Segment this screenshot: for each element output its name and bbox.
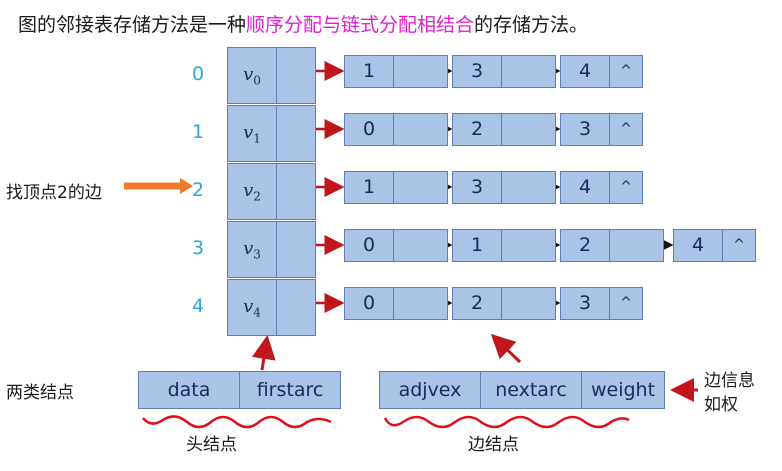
edge-info-line1: 边信息 — [704, 371, 755, 391]
edge-field-adjvex: adjvex — [379, 371, 481, 409]
head-firstarc-0 — [276, 47, 316, 104]
vertex-index-3: 3 — [191, 237, 205, 259]
edge-field-nextarc: nextarc — [480, 371, 582, 409]
head-firstarc-4 — [276, 279, 316, 336]
edge-adjvex-4-2: 3 — [560, 286, 610, 320]
edge-next-0-0 — [393, 54, 448, 88]
head-firstarc-2 — [276, 163, 316, 220]
vertex-label: v2 — [243, 179, 261, 204]
edge-adjvex-3-0: 0 — [344, 228, 394, 262]
edge-adjvex-4-0: 0 — [344, 286, 394, 320]
edge-next-3-1 — [501, 228, 556, 262]
edge-next-3-3: ^ — [722, 228, 756, 262]
edge-underline — [383, 415, 630, 429]
vertex-index-2: 2 — [191, 179, 205, 201]
edge-next-0-2: ^ — [609, 54, 643, 88]
edge-next-4-0 — [393, 286, 448, 320]
node-types-label: 两类结点 — [6, 383, 74, 403]
edge-next-3-2 — [609, 228, 664, 262]
edge-next-1-1 — [501, 112, 556, 146]
edge-next-0-1 — [501, 54, 556, 88]
edge-next-2-1 — [501, 170, 556, 204]
edge-adjvex-1-0: 0 — [344, 112, 394, 146]
vertex-label: v4 — [243, 295, 261, 320]
edge-field-weight: weight — [581, 371, 665, 409]
edge-adjvex-0-2: 4 — [560, 54, 610, 88]
vertex-index-4: 4 — [191, 295, 205, 317]
head-vertex-2: v2 — [227, 163, 277, 220]
head-vertex-1: v1 — [227, 105, 277, 162]
find-vertex-label: 找顶点2的边 — [6, 183, 102, 203]
edge-next-4-1 — [501, 286, 556, 320]
edge-info-line2: 如权 — [704, 395, 738, 415]
head-firstarc-1 — [276, 105, 316, 162]
edge-adjvex-4-1: 2 — [452, 286, 502, 320]
edge-adjvex-3-1: 1 — [452, 228, 502, 262]
edge-adjvex-1-2: 3 — [560, 112, 610, 146]
vertex-label: v0 — [243, 63, 261, 88]
edge-next-3-0 — [393, 228, 448, 262]
head-struct-arrow — [251, 335, 276, 371]
head-node-caption: 头结点 — [186, 435, 237, 455]
vertex-index-1: 1 — [191, 121, 205, 143]
head-vertex-4: v4 — [227, 279, 277, 336]
edge-adjvex-1-1: 2 — [452, 112, 502, 146]
head-firstarc-3 — [276, 221, 316, 278]
null-pointer-icon: ^ — [620, 295, 632, 311]
edge-next-1-0 — [393, 112, 448, 146]
head-underline — [142, 415, 332, 429]
title-highlight: 顺序分配与链式分配相结合 — [246, 14, 475, 36]
edge-struct-arrow — [490, 333, 522, 364]
head-vertex-3: v3 — [227, 221, 277, 278]
null-pointer-icon: ^ — [620, 179, 632, 195]
head-field-data: data — [138, 371, 240, 409]
vertex-label: v3 — [243, 237, 261, 262]
head-field-firstarc: firstarc — [239, 371, 341, 409]
edge-adjvex-0-0: 1 — [344, 54, 394, 88]
edge-adjvex-2-2: 4 — [560, 170, 610, 204]
edge-next-4-2: ^ — [609, 286, 643, 320]
null-pointer-icon: ^ — [733, 237, 745, 253]
null-pointer-icon: ^ — [620, 63, 632, 79]
vertex-index-0: 0 — [191, 63, 205, 85]
edge-adjvex-3-2: 2 — [560, 228, 610, 262]
null-pointer-icon: ^ — [620, 121, 632, 137]
edge-next-1-2: ^ — [609, 112, 643, 146]
head-vertex-0: v0 — [227, 47, 277, 104]
edge-node-caption: 边结点 — [468, 435, 519, 455]
edge-next-2-0 — [393, 170, 448, 204]
edge-adjvex-0-1: 3 — [452, 54, 502, 88]
edge-adjvex-2-0: 1 — [344, 170, 394, 204]
edge-adjvex-3-3: 4 — [673, 228, 723, 262]
vertex-label: v1 — [243, 121, 261, 146]
edge-next-2-2: ^ — [609, 170, 643, 204]
find-arrow-head — [180, 178, 193, 194]
page-title: 图的邻接表存储方法是一种顺序分配与链式分配相结合的存储方法。 — [18, 14, 589, 36]
edge-adjvex-2-1: 3 — [452, 170, 502, 204]
